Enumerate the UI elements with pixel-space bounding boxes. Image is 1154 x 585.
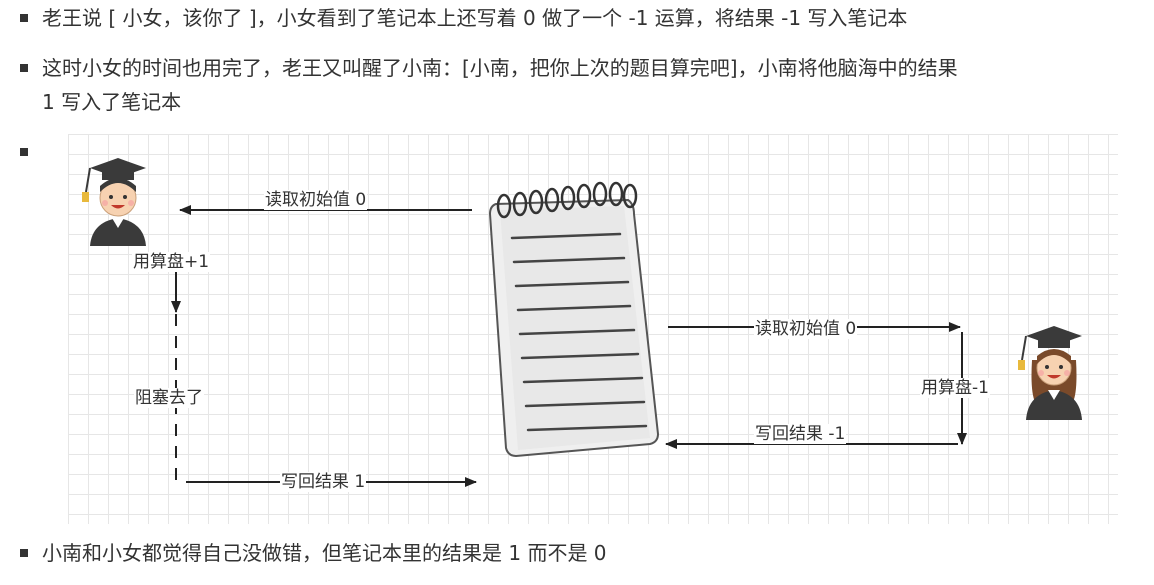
right-read-label: 读取初始值 0 [754, 319, 858, 339]
bullet-marker [20, 14, 28, 22]
bullet-text: 老王说 [ 小女，该你了 ]，小女看到了笔记本上还写着 0 做了一个 -1 运算… [42, 6, 908, 30]
left-read-label: 读取初始值 0 [264, 190, 368, 210]
left-calc-label: 用算盘+1 [132, 252, 211, 272]
bullet-text: 这时小女的时间也用完了，老王又叫醒了小南：[小南，把你上次的题目算完吧]，小南将… [42, 56, 958, 80]
male-student-icon [82, 158, 146, 246]
left-write-label: 写回结果 1 [280, 472, 367, 492]
notebook-icon [488, 181, 660, 458]
bullet-marker [20, 549, 28, 557]
diagram-canvas [82, 158, 1082, 487]
bullet-text-continuation: 1 写入了笔记本 [42, 90, 182, 114]
female-student-icon [1018, 326, 1082, 420]
blocked-label: 阻塞去了 [134, 388, 204, 408]
bullet-marker [20, 148, 28, 156]
race-condition-diagram: 读取初始值 0 用算盘+1 阻塞去了 写回结果 1 读取初始值 0 用算盘-1 … [68, 134, 1118, 524]
right-write-label: 写回结果 -1 [754, 424, 847, 444]
bullet-marker [20, 64, 28, 72]
right-calc-label: 用算盘-1 [920, 378, 990, 398]
bullet-text: 小南和小女都觉得自己没做错，但笔记本里的结果是 1 而不是 0 [42, 541, 607, 565]
